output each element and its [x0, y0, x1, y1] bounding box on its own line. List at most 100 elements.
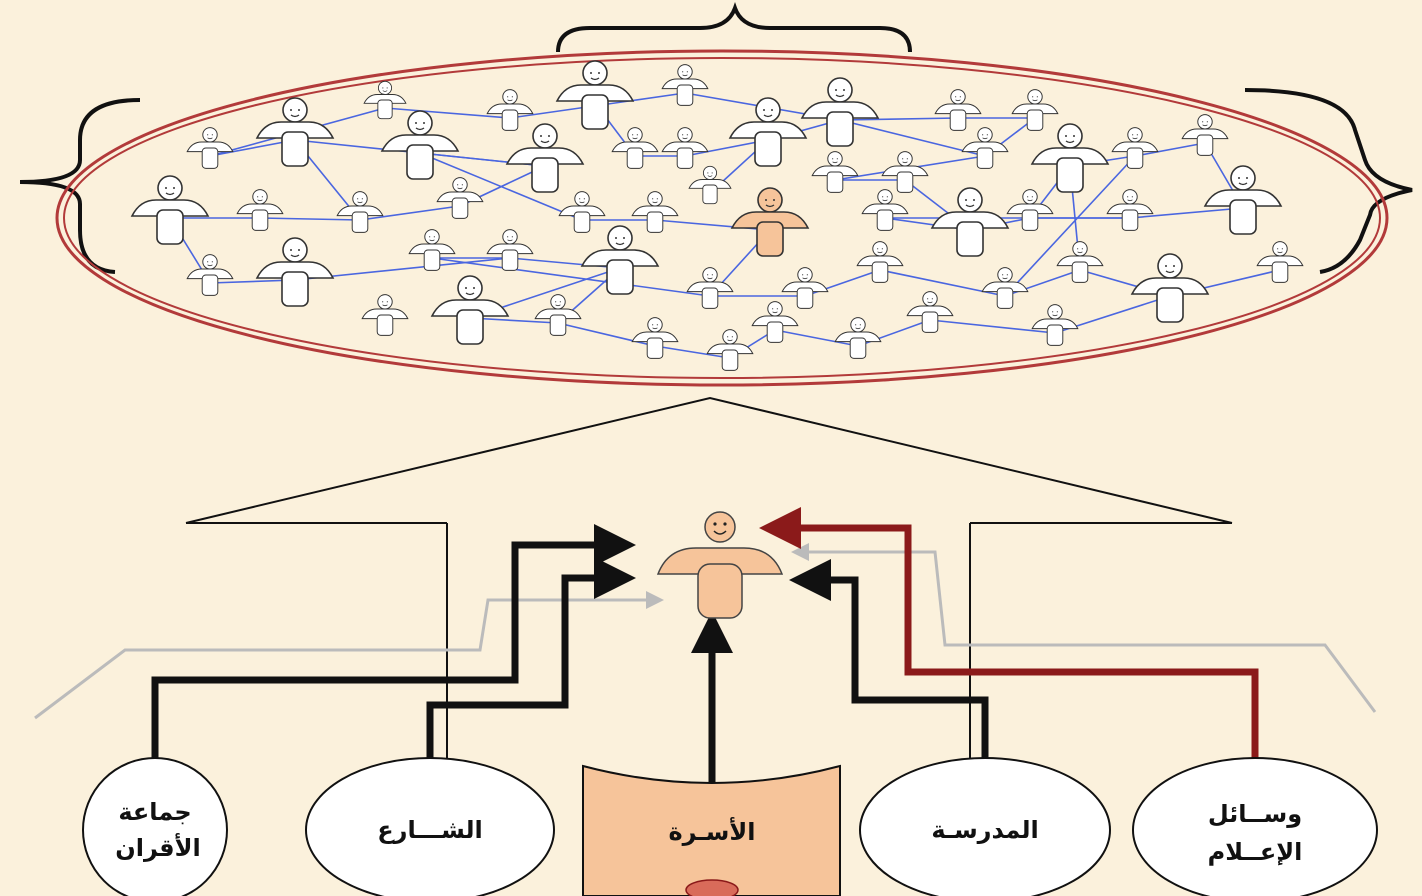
network-link: [209, 139, 296, 157]
person: [631, 191, 679, 233]
network-link: [209, 279, 296, 284]
network-link: [1004, 155, 1136, 297]
person: [130, 175, 210, 245]
person: [186, 127, 234, 169]
street-influence-arrow: [426, 557, 636, 770]
person: [930, 187, 1010, 257]
person: [486, 89, 534, 131]
person: [408, 229, 456, 271]
person: [861, 189, 909, 231]
agent-school-label: المدرسـة: [931, 816, 1038, 844]
school-influence-arrow: [789, 559, 989, 770]
network-link: [654, 345, 731, 359]
person: [361, 294, 409, 336]
person: [1006, 189, 1054, 231]
person: [1130, 253, 1210, 323]
network-link: [384, 107, 511, 119]
network-link: [839, 117, 959, 121]
person: [686, 267, 734, 309]
person: [1181, 114, 1229, 156]
person: [255, 97, 335, 167]
right-brace: [1244, 88, 1413, 274]
person: [430, 275, 510, 345]
person: [811, 151, 859, 193]
person: [236, 189, 284, 231]
person: [661, 127, 709, 169]
network-link: [469, 317, 559, 324]
network-link: [929, 319, 1056, 334]
network-link: [879, 269, 1006, 297]
person: [186, 254, 234, 296]
person: [436, 177, 484, 219]
agent-media-label-line2: الإعــلام: [1208, 838, 1303, 866]
person: [1031, 304, 1079, 346]
person: [1203, 165, 1283, 235]
person: [751, 301, 799, 343]
person: [1030, 123, 1110, 193]
agent-media-label-line1: وســائل: [1208, 800, 1302, 828]
agent-peers-label-line2: الأقران: [115, 833, 200, 862]
person: [505, 123, 585, 193]
left-brace: [19, 98, 141, 274]
person: [255, 237, 335, 307]
agent-school: المدرسـة: [859, 757, 1111, 896]
highlighted-person: [730, 187, 810, 257]
person: [631, 317, 679, 359]
person: [363, 80, 407, 120]
person: [856, 241, 904, 283]
network-link: [259, 217, 361, 221]
person: [1011, 89, 1059, 131]
network-link: [419, 152, 583, 221]
agent-street-label: الشـــارع: [377, 816, 483, 844]
weak-influence-left-arrow: [34, 591, 664, 720]
person: [688, 165, 732, 205]
person: [661, 64, 709, 106]
person: [834, 317, 882, 359]
person: [706, 329, 754, 371]
network-link: [684, 139, 769, 157]
agent-media: وســائل الإعــلام: [1132, 757, 1378, 896]
person: [981, 267, 1029, 309]
person: [728, 97, 808, 167]
peers-influence-arrow: [151, 524, 636, 770]
person: [881, 151, 929, 193]
agent-street: الشـــارع: [305, 757, 555, 896]
network-link: [359, 205, 461, 221]
agent-peers-label-line1: جماعة: [118, 798, 191, 826]
person: [1056, 241, 1104, 283]
person: [486, 229, 534, 271]
network-link: [1134, 142, 1206, 157]
network-link: [1129, 207, 1244, 219]
agent-peers: جماعة الأقران: [82, 757, 228, 896]
house-roof: [185, 396, 1233, 524]
agent-family-label: الأسـرة: [669, 817, 756, 846]
person: [555, 60, 635, 130]
person: [534, 294, 582, 336]
media-influence-arrow: [759, 507, 1259, 770]
society-people: [130, 60, 1304, 371]
person: [906, 291, 954, 333]
network-link: [839, 119, 986, 157]
network-link: [431, 257, 711, 297]
agent-family: الأسـرة: [582, 764, 841, 896]
person: [558, 191, 606, 233]
person: [611, 127, 659, 169]
top-brace: [556, 1, 912, 53]
person: [580, 225, 660, 295]
person: [336, 191, 384, 233]
person: [1256, 241, 1304, 283]
network-link: [774, 329, 859, 347]
person: [380, 110, 460, 180]
social-network-links: [169, 92, 1281, 359]
person: [1106, 189, 1154, 231]
weak-influence-right-arrow: [791, 543, 1377, 713]
network-link: [557, 322, 656, 347]
person: [781, 267, 829, 309]
central-child-figure: [656, 511, 784, 619]
society-ellipse: [55, 49, 1389, 387]
person: [1111, 127, 1159, 169]
person: [961, 127, 1009, 169]
person: [934, 89, 982, 131]
person: [800, 77, 880, 147]
